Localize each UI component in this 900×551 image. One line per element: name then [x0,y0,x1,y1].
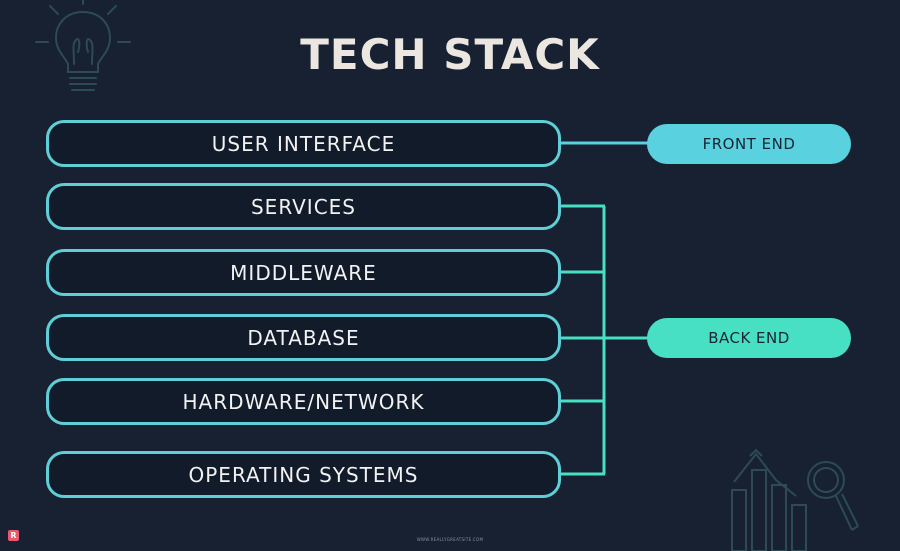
layer-label: DATABASE [247,325,360,350]
layer-label: HARDWARE/NETWORK [182,389,425,414]
layer-label: OPERATING SYSTEMS [188,462,419,487]
footer-url: WWW.REALLYGREATSITE.COM [416,537,484,542]
page-title: TECH STACK [300,30,600,79]
layer-user-interface: USER INTERFACE [46,120,561,167]
layer-label: SERVICES [250,194,356,219]
layer-operating-systems: OPERATING SYSTEMS [46,451,561,498]
lightbulb-icon [35,0,131,91]
back-end-tag: BACK END [647,318,851,358]
layer-middleware: MIDDLEWARE [46,249,561,296]
brand-logo: R [8,530,19,541]
layer-label: MIDDLEWARE [230,260,377,285]
layer-label: USER INTERFACE [211,131,396,156]
layer-services: SERVICES [46,183,561,230]
bar-chart-magnifier-icon [731,448,859,551]
layer-database: DATABASE [46,314,561,361]
layer-hardware-network: HARDWARE/NETWORK [46,378,561,425]
front-end-tag: FRONT END [647,124,851,164]
